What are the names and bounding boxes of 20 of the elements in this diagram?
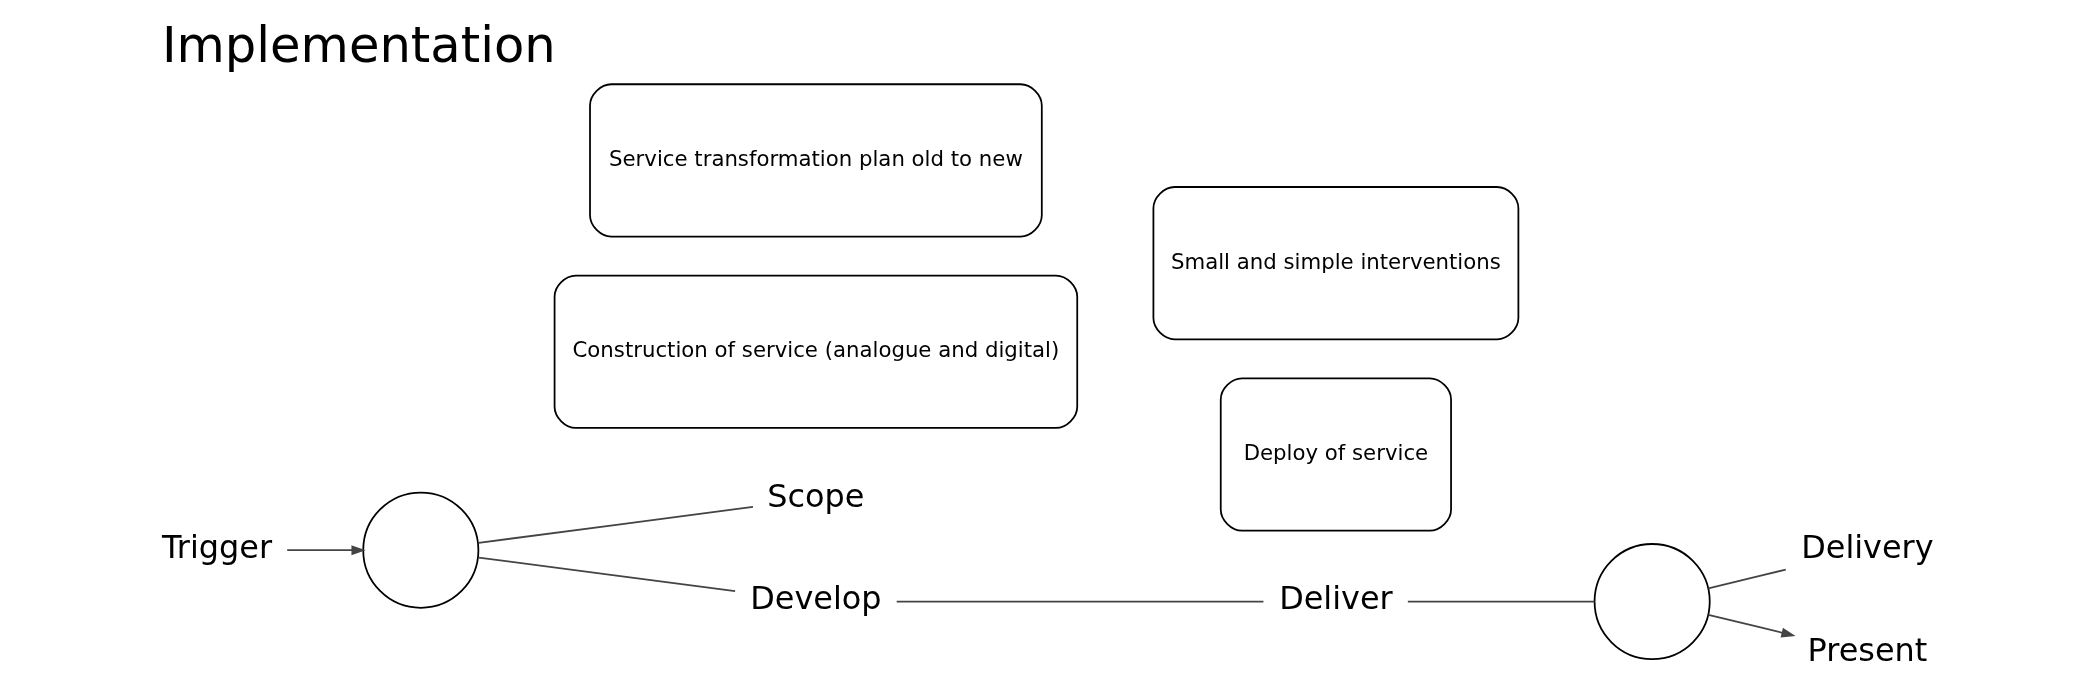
node-box: Construction of service (analogue and digital) <box>553 274 1079 429</box>
node-text: Present <box>1807 630 1928 669</box>
connector <box>477 556 736 593</box>
node-box: Service transformation plan old to new <box>589 83 1043 238</box>
node-box: Deploy of service <box>1219 377 1452 532</box>
node-text: Deliver <box>1279 579 1393 618</box>
arrow <box>286 545 366 556</box>
node-box: Small and simple interventions <box>1152 186 1520 341</box>
node-circle <box>362 491 480 609</box>
node-text: Scope <box>767 476 865 515</box>
node-text: Develop <box>750 579 882 618</box>
node-text: Delivery <box>1801 528 1934 566</box>
diagram-title: Implementation <box>161 15 556 74</box>
connector <box>477 505 754 544</box>
connector <box>895 600 1265 603</box>
connector <box>1406 600 1596 603</box>
node-circle <box>1593 543 1711 661</box>
node-text: Trigger <box>162 528 273 566</box>
arrow <box>1707 613 1796 638</box>
connector <box>1707 568 1787 590</box>
